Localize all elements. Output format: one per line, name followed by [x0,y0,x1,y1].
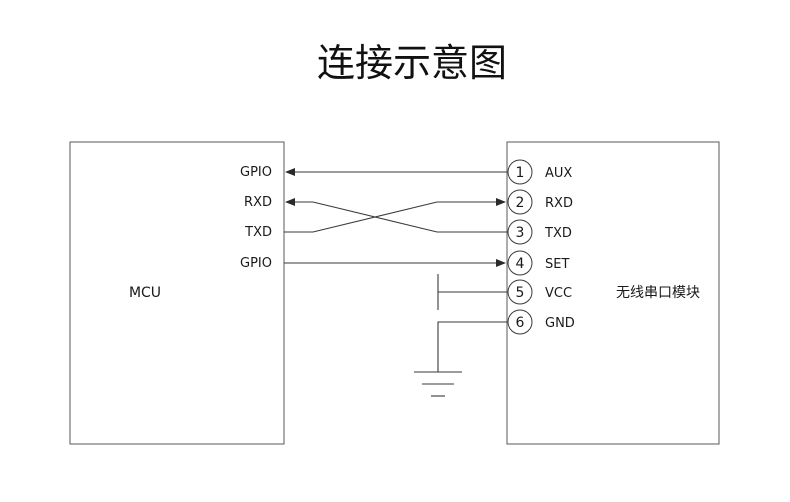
pin-circle [507,159,533,185]
mcu-pin-gpio-2: GPIO [240,256,272,271]
module-pin-3: 3 TXD [507,219,572,245]
mcu-label: MCU [129,285,161,301]
pin-number: 5 [516,285,525,301]
diagram-title: 连接示意图 [317,41,507,85]
pin-label-txd: TXD [544,226,572,241]
pin-circle [507,279,533,305]
module-pin-4: 4 SET [507,250,569,276]
module-pin-5: 5 VCC [507,279,572,305]
module-pin-6: 6 GND [507,309,575,335]
pin-circle [507,219,533,245]
wire-gnd [437,321,507,372]
pin-label-vcc: VCC [545,286,572,301]
pin-number: 1 [516,165,525,181]
pin-number: 4 [516,256,525,272]
pin-circle [507,309,533,335]
mcu-pin-txd: TXD [244,225,272,240]
wire-module-txd-to-rxd [285,198,507,233]
module-pin-1: 1 AUX [507,159,572,185]
pin-number: 6 [516,315,525,331]
pin-label-gnd: GND [545,316,575,331]
module-box [506,141,720,445]
pin-label-aux: AUX [545,166,572,181]
pin-number: 3 [516,225,525,241]
mcu-box [69,141,285,445]
mcu-pin-gpio-1: GPIO [240,165,272,180]
module-pin-2: 2 RXD [507,189,573,215]
module-label: 无线串口模块 [616,285,700,301]
ground-symbol [414,371,462,397]
pin-label-set: SET [545,257,569,272]
pin-label-rxd: RXD [545,196,573,211]
pin-number: 2 [516,195,525,211]
wire-txd-to-module-rxd [284,198,506,233]
pin-circle [507,189,533,215]
pin-circle [507,250,533,276]
mcu-pin-rxd: RXD [244,195,272,210]
